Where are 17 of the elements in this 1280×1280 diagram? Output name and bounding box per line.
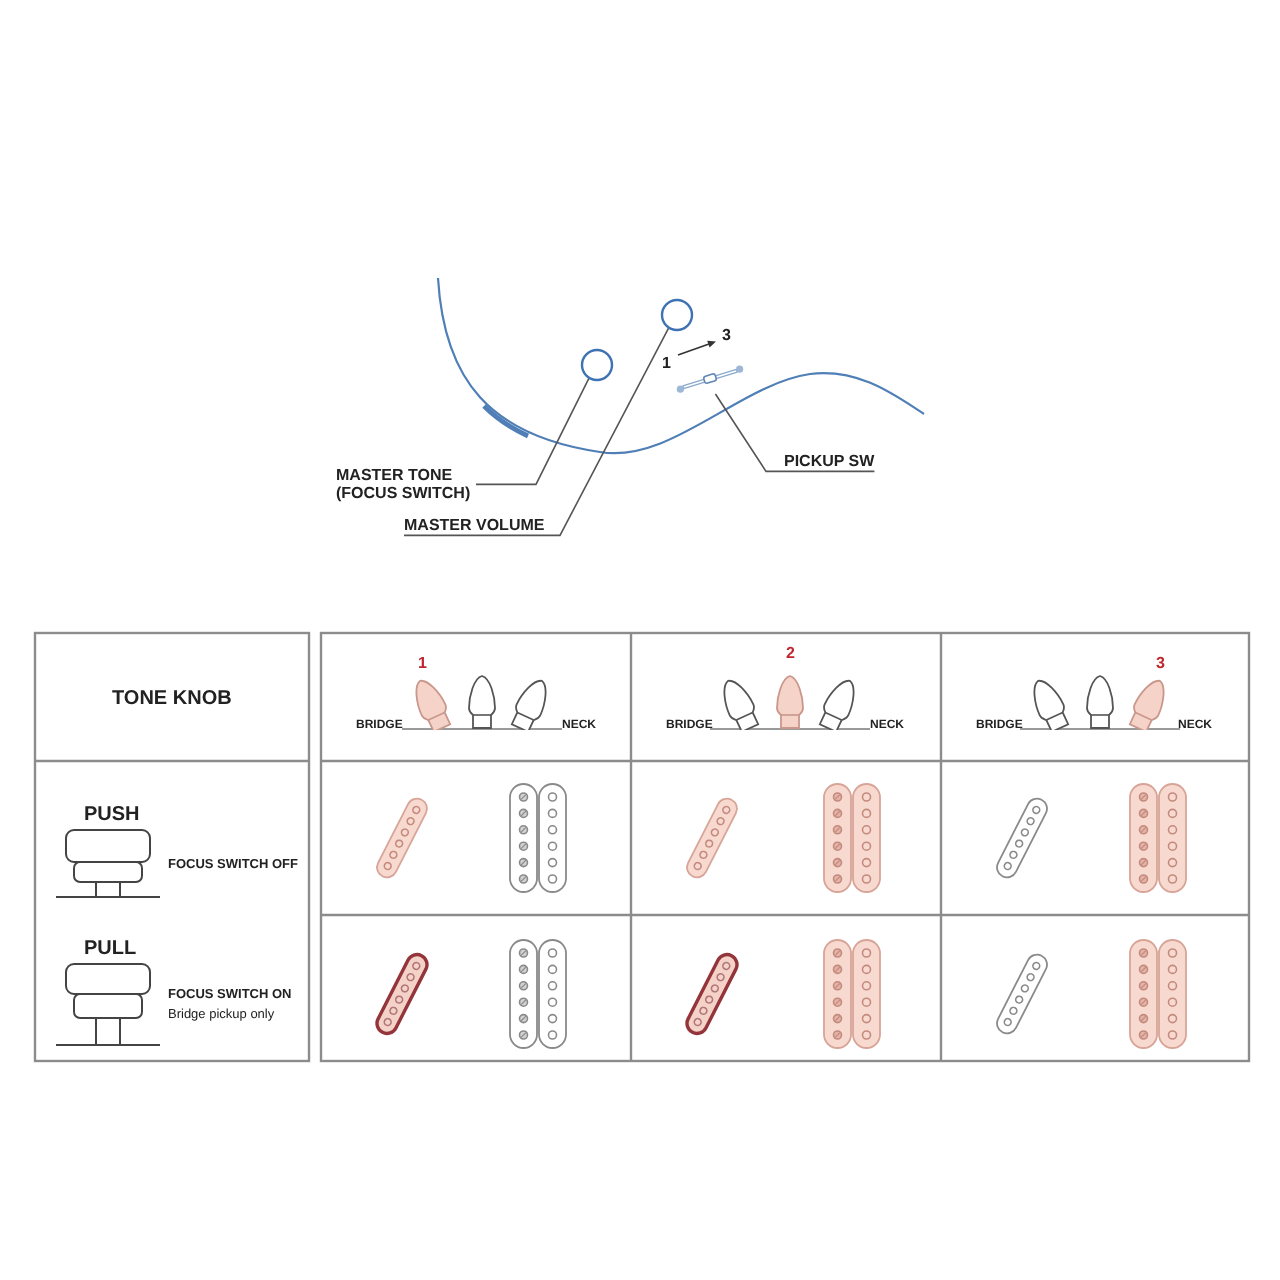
leader-line <box>403 326 670 537</box>
knob-state-label: PULL <box>84 938 137 961</box>
position-number: 3 <box>722 326 731 345</box>
callout-label: PICKUP SW <box>784 452 875 471</box>
leader-line <box>714 393 876 473</box>
callout-label: MASTER VOLUME <box>404 516 545 535</box>
position-number: 1 <box>662 354 671 373</box>
knob-circle <box>659 297 693 331</box>
callout-label: MASTER TONE (FOCUS SWITCH) <box>336 466 476 503</box>
column-header: TONE KNOB <box>112 688 232 711</box>
knob-state-label: PUSH <box>84 804 140 827</box>
position-number: 3 <box>1156 654 1165 673</box>
leader-line <box>475 376 591 486</box>
selector-switch-icon <box>676 364 744 394</box>
position-number: 1 <box>418 654 427 673</box>
position-number: 2 <box>786 644 795 663</box>
knob-circle <box>579 347 613 381</box>
